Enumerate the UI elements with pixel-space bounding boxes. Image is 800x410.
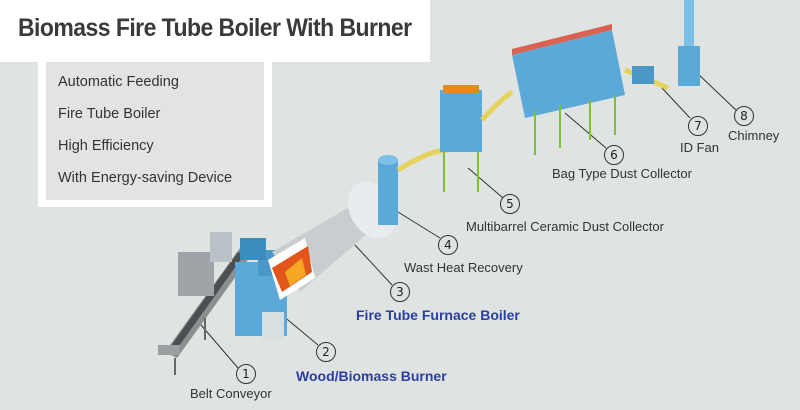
label-wood-biomass-burner: Wood/Biomass Burner [296, 368, 447, 384]
label-belt-conveyor: Belt Conveyor [190, 386, 272, 401]
label-id-fan: ID Fan [680, 140, 720, 155]
belt-conveyor-drawing [158, 248, 252, 375]
multibarrel-collector-drawing [440, 85, 514, 192]
callout-number-6: 6 [604, 145, 624, 165]
title-panel: Biomass Fire Tube Boiler With Burner [0, 0, 430, 62]
page-title: Biomass Fire Tube Boiler With Burner [18, 14, 412, 42]
chimney-drawing [678, 0, 700, 86]
label-multibarrel-ceramic-dust-collector: Multibarrel Ceramic Dust Collector [466, 219, 664, 234]
features-panel: Automatic Feeding Fire Tube Boiler High … [38, 62, 272, 207]
callout-number-2: 2 [316, 342, 336, 362]
feature-item: Fire Tube Boiler [58, 106, 161, 122]
callout-number-8: 8 [734, 106, 754, 126]
callout-number-4: 4 [438, 235, 458, 255]
feature-item: High Efficiency [58, 138, 154, 154]
heat-recovery-drawing [378, 147, 449, 225]
callout-number-5: 5 [500, 194, 520, 214]
id-fan-drawing [632, 66, 654, 84]
callout-number-1: 1 [236, 364, 256, 384]
feature-item: Automatic Feeding [58, 74, 179, 90]
callout-number-3: 3 [390, 282, 410, 302]
bag-collector-drawing [512, 24, 670, 155]
hopper-drawing [178, 232, 232, 296]
features-list: Automatic Feeding Fire Tube Boiler High … [46, 62, 264, 200]
label-bag-type-dust-collector: Bag Type Dust Collector [552, 166, 692, 181]
feature-item: With Energy-saving Device [58, 170, 233, 186]
label-fire-tube-furnace-boiler: Fire Tube Furnace Boiler [356, 307, 520, 323]
callout-number-7: 7 [688, 116, 708, 136]
label-chimney: Chimney [728, 128, 780, 143]
label-wast-heat-recovery: Wast Heat Recovery [404, 260, 523, 275]
